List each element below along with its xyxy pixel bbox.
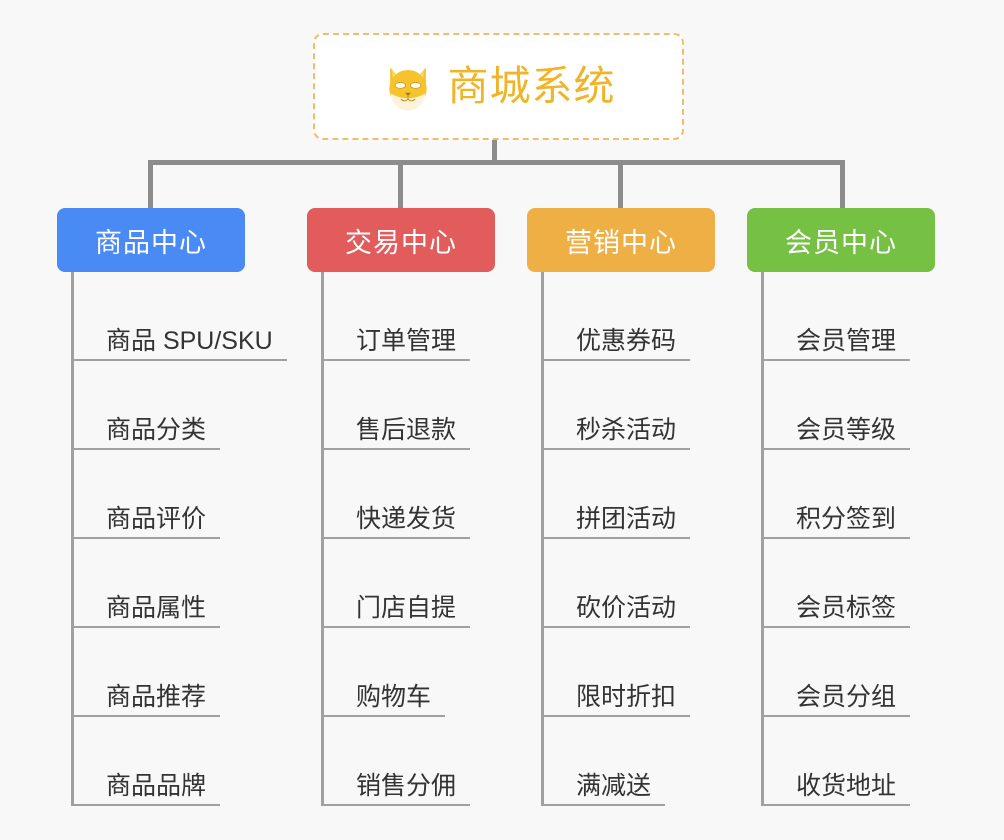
list-item[interactable]: 购物车 [321,628,495,717]
list-item-rule [321,448,470,450]
list-item[interactable]: 会员分组 [761,628,935,717]
root-node[interactable]: 商城系统 [313,33,684,140]
branch-item-list: 优惠券码 秒杀活动 拼团活动 砍价活动 限时折扣 满减送 [541,272,715,806]
branch-header-member-center[interactable]: 会员中心 [747,208,935,272]
list-item[interactable]: 会员标签 [761,539,935,628]
list-item-rule [321,359,470,361]
list-item-label: 快递发货 [356,504,457,533]
list-item-label: 会员管理 [796,326,897,355]
list-item[interactable]: 会员管理 [761,272,935,361]
branch-column-trade-center: 交易中心 订单管理 售后退款 快递发货 门店自提 购物车 销售分佣 [307,208,495,806]
list-item-rule [541,804,665,806]
list-item-label: 砍价活动 [576,593,677,622]
list-item-rule [71,715,220,717]
list-item[interactable]: 快递发货 [321,450,495,539]
list-item[interactable]: 门店自提 [321,539,495,628]
list-item-rule [71,626,220,628]
list-item[interactable]: 商品属性 [71,539,245,628]
list-item-rule [761,537,910,539]
list-item-rule [71,448,220,450]
list-item-rule [541,537,690,539]
branch-item-list: 商品 SPU/SKU 商品分类 商品评价 商品属性 商品推荐 商品品牌 [71,272,287,806]
list-item-rule [71,804,220,806]
list-item-label: 商品推荐 [106,682,207,711]
list-item[interactable]: 商品评价 [71,450,245,539]
list-item[interactable]: 拼团活动 [541,450,715,539]
list-item-label: 门店自提 [356,593,457,622]
list-item[interactable]: 商品推荐 [71,628,245,717]
list-item[interactable]: 满减送 [541,717,715,806]
branch-header-label: 会员中心 [785,227,897,258]
list-item-rule [761,626,910,628]
list-item[interactable]: 商品 SPU/SKU [71,272,287,361]
list-item[interactable]: 收货地址 [761,717,935,806]
connector-drop-4 [840,160,845,210]
list-item-rule [541,715,690,717]
list-item-label: 商品品牌 [106,771,207,800]
branch-header-label: 交易中心 [345,227,457,258]
list-item[interactable]: 积分签到 [761,450,935,539]
list-item[interactable]: 销售分佣 [321,717,495,806]
list-item-label: 秒杀活动 [576,415,677,444]
list-item-label: 会员标签 [796,593,897,622]
list-item-rule [761,804,910,806]
root-title: 商城系统 [447,63,616,109]
list-item-label: 优惠券码 [576,326,677,355]
branch-header-marketing-center[interactable]: 营销中心 [527,208,715,272]
list-item-rule [761,448,910,450]
branch-column-product-center: 商品中心 商品 SPU/SKU 商品分类 商品评价 商品属性 商品推荐 商品品牌 [57,208,287,806]
list-item-rule [321,537,470,539]
list-item-label: 商品属性 [106,593,207,622]
list-item-label: 购物车 [356,682,432,711]
list-item-label: 拼团活动 [576,504,677,533]
list-item-label: 售后退款 [356,415,457,444]
branch-column-marketing-center: 营销中心 优惠券码 秒杀活动 拼团活动 砍价活动 限时折扣 满减送 [527,208,715,806]
connector-trunk [492,140,497,164]
list-item-rule [321,715,445,717]
branch-header-trade-center[interactable]: 交易中心 [307,208,495,272]
list-item-label: 会员分组 [796,682,897,711]
list-item[interactable]: 订单管理 [321,272,495,361]
list-item-rule [71,359,287,361]
list-item-label: 积分签到 [796,504,897,533]
branch-header-product-center[interactable]: 商品中心 [57,208,245,272]
connector-bus [148,160,845,165]
list-item-label: 商品评价 [106,504,207,533]
list-item-label: 收货地址 [796,771,897,800]
list-item-rule [321,626,470,628]
connector-drop-1 [148,160,153,210]
list-item-rule [761,715,910,717]
list-item-rule [541,448,690,450]
list-item[interactable]: 砍价活动 [541,539,715,628]
list-item[interactable]: 售后退款 [321,361,495,450]
connector-drop-3 [618,160,623,210]
list-item-rule [541,359,690,361]
list-item[interactable]: 会员等级 [761,361,935,450]
list-item-label: 商品分类 [106,415,207,444]
list-item[interactable]: 商品品牌 [71,717,245,806]
list-item-rule [761,359,910,361]
list-item-rule [541,626,690,628]
list-item-label: 商品 SPU/SKU [106,326,273,355]
list-item-label: 限时折扣 [576,682,677,711]
list-item-label: 销售分佣 [356,771,457,800]
list-item-label: 会员等级 [796,415,897,444]
branch-column-member-center: 会员中心 会员管理 会员等级 积分签到 会员标签 会员分组 收货地址 [747,208,935,806]
list-item[interactable]: 秒杀活动 [541,361,715,450]
list-item[interactable]: 优惠券码 [541,272,715,361]
list-item-label: 满减送 [576,771,652,800]
list-item[interactable]: 商品分类 [71,361,245,450]
branch-header-label: 营销中心 [565,227,677,258]
shiba-dog-icon [388,67,427,111]
connector-drop-2 [398,160,403,210]
branch-item-list: 会员管理 会员等级 积分签到 会员标签 会员分组 收货地址 [761,272,935,806]
list-item[interactable]: 限时折扣 [541,628,715,717]
list-item-rule [321,804,470,806]
branch-header-label: 商品中心 [95,227,207,258]
branch-item-list: 订单管理 售后退款 快递发货 门店自提 购物车 销售分佣 [321,272,495,806]
list-item-label: 订单管理 [356,326,457,355]
list-item-rule [71,537,220,539]
